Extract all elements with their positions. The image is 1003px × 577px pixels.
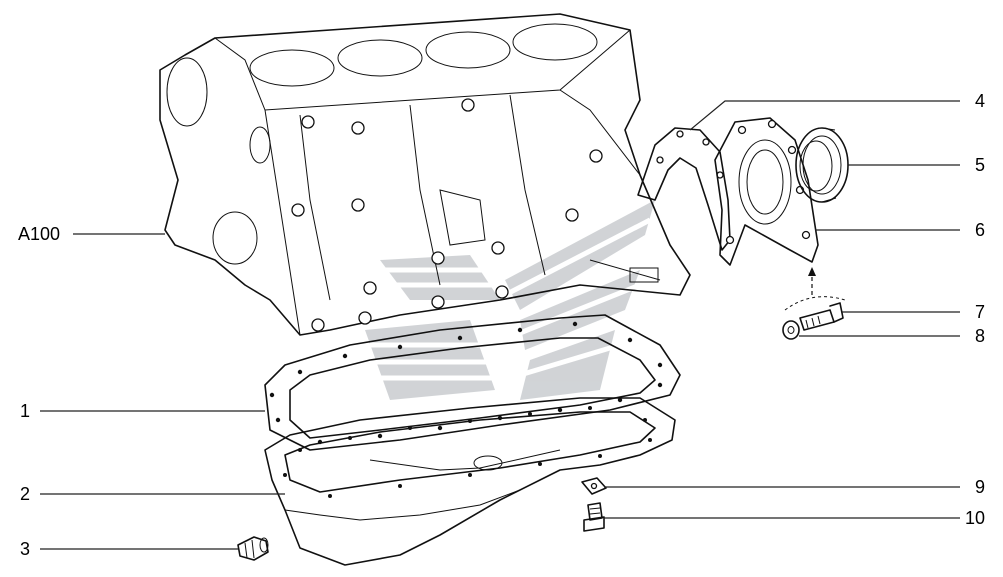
watermark-logo — [365, 200, 655, 400]
callout-7: 7 — [975, 302, 985, 322]
part-2-oil-pan — [264, 397, 676, 566]
part-7-bolt — [799, 302, 844, 331]
part-1-pan-gasket — [264, 314, 681, 451]
engine-block — [159, 13, 691, 336]
callout-5: 5 — [975, 155, 985, 175]
callout-10: 10 — [965, 508, 985, 528]
callout-4: 4 — [975, 91, 985, 111]
leader-lines — [40, 100, 960, 550]
part-9-clip — [581, 477, 607, 495]
part-8-washer — [782, 320, 800, 340]
callout-3: 3 — [20, 539, 30, 559]
part-3-drain-plug — [237, 536, 269, 561]
callout-6: 6 — [975, 220, 985, 240]
part-6-seal-housing — [714, 117, 819, 266]
callout-a100: A100 — [18, 224, 60, 244]
assembly-arrow — [784, 267, 846, 311]
callout-9: 9 — [975, 477, 985, 497]
part-10-bolt — [583, 502, 605, 532]
callout-2: 2 — [20, 484, 30, 504]
part-4-gasket — [637, 127, 731, 251]
callout-1: 1 — [20, 401, 30, 421]
callout-8: 8 — [975, 326, 985, 346]
